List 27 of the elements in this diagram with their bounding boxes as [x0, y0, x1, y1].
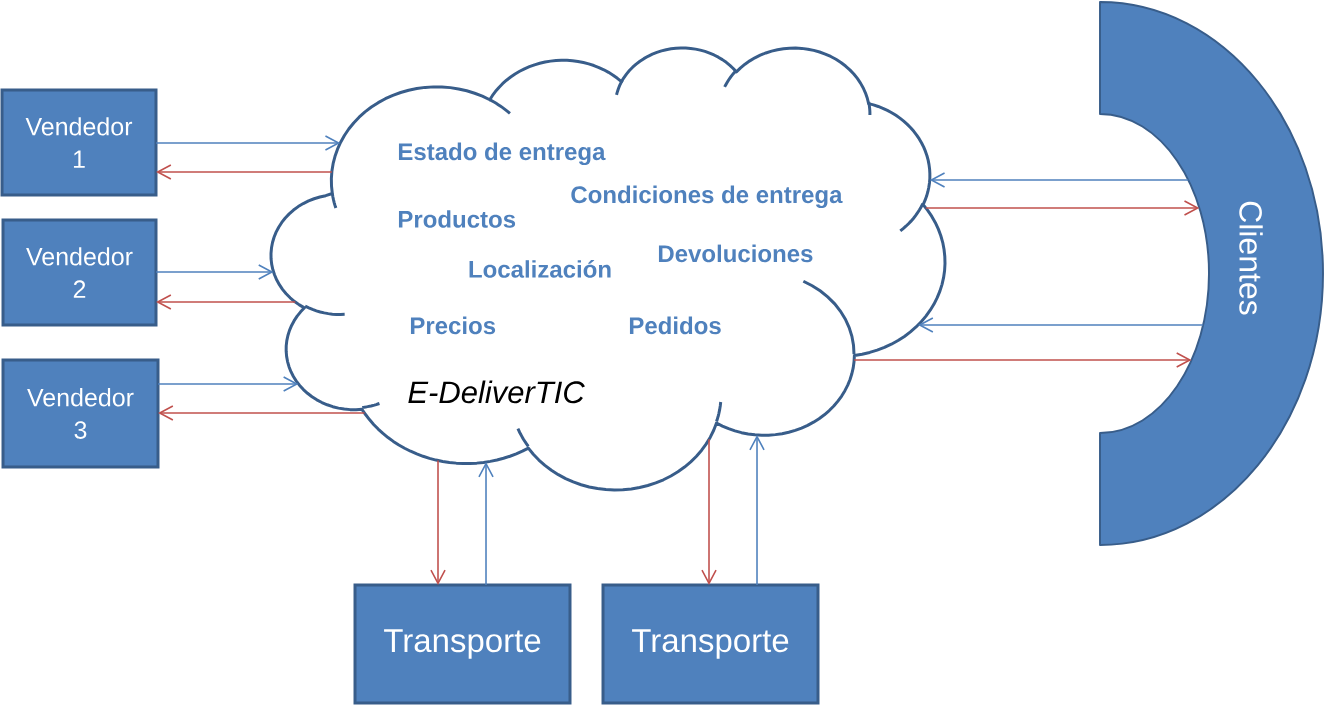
- arrow: [701, 438, 717, 585]
- arrow: [918, 317, 1204, 333]
- topic-label: Estado de entrega: [398, 142, 606, 166]
- topic-label: Precios: [410, 316, 496, 335]
- vendor-box: Vendedor 2: [1, 218, 158, 327]
- arrow: [156, 164, 333, 180]
- topic-label: Condiciones de entrega: [571, 185, 843, 209]
- arrow: [158, 405, 366, 421]
- vendor-box: Vendedor 1: [0, 88, 158, 197]
- system-name: E-DeliverTIC: [408, 380, 585, 404]
- arrow: [478, 462, 494, 586]
- arrow: [925, 200, 1200, 216]
- topic-label: Productos: [398, 210, 516, 228]
- vendor-box: Vendedor 3: [1, 358, 160, 469]
- arrow: [155, 135, 341, 151]
- arrow: [929, 172, 1190, 188]
- arrow: [853, 352, 1192, 368]
- topic-label: Devoluciones: [658, 244, 813, 263]
- arrow: [155, 264, 274, 280]
- topic-label: Localización: [469, 260, 611, 278]
- transport-box: Transporte: [601, 583, 820, 705]
- arrow: [749, 434, 765, 586]
- topic-label: Pedidos: [629, 316, 721, 335]
- transport-box: Transporte: [353, 583, 572, 705]
- arrow: [157, 376, 299, 392]
- arrow: [156, 294, 297, 310]
- arrow: [430, 459, 446, 585]
